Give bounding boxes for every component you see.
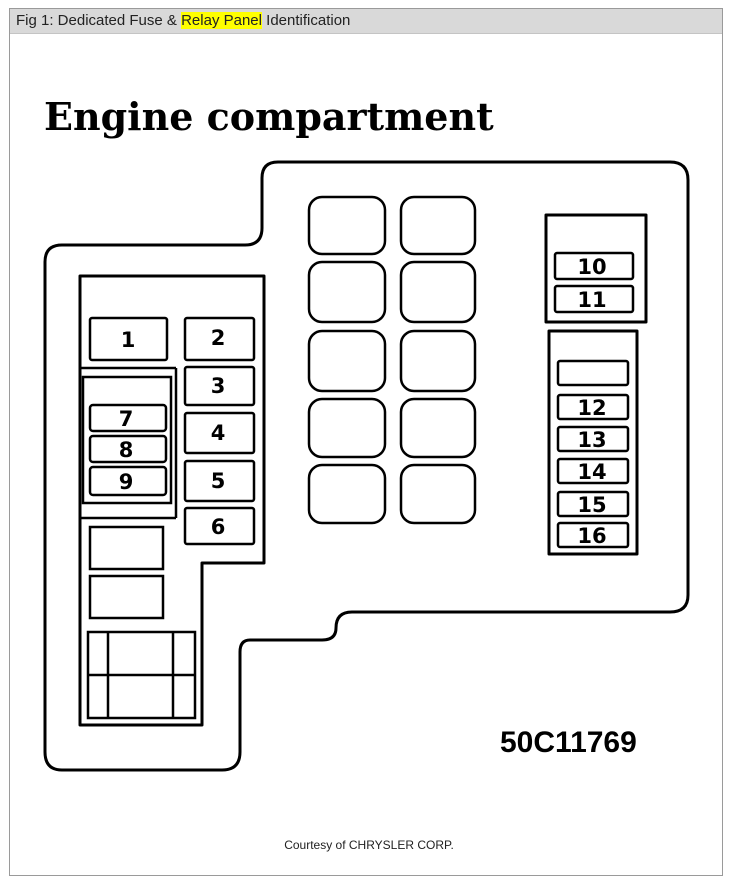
relay-slot[interactable] [307, 463, 387, 525]
fuse-5[interactable] [183, 459, 256, 503]
fuse-label-7: 7 [119, 407, 134, 431]
fuse-10[interactable] [553, 251, 635, 281]
relay-slot[interactable] [399, 195, 477, 256]
fuse-label-16: 16 [577, 524, 606, 548]
relay-slot[interactable] [399, 329, 477, 393]
left-upper-block [78, 274, 266, 727]
relay-slot[interactable] [399, 463, 477, 525]
fuse-9[interactable] [88, 465, 168, 497]
relay-lower-left-1[interactable] [88, 525, 165, 571]
fuse-4[interactable] [183, 411, 256, 455]
relay-slot[interactable] [399, 260, 477, 324]
fuse-label-14: 14 [577, 460, 606, 484]
fuse-label-3: 3 [211, 374, 226, 398]
fuse-label-6: 6 [211, 515, 226, 539]
panel-outline [43, 160, 690, 772]
relay-slot[interactable] [307, 195, 387, 256]
fuse-label-11: 11 [577, 288, 606, 312]
caption-highlight: Relay Panel [181, 12, 262, 29]
fuse-12[interactable] [556, 393, 630, 421]
part-code: 50C11769 [500, 726, 637, 759]
fuse-7[interactable] [88, 403, 168, 433]
fuse-spare[interactable] [556, 359, 630, 387]
fuse-label-12: 12 [577, 396, 606, 420]
fuse-label-9: 9 [119, 470, 134, 494]
fuse-group-7-9 [81, 375, 173, 505]
courtesy-text: Courtesy of CHRYSLER CORP. [284, 838, 454, 852]
fuse-label-1: 1 [121, 328, 136, 352]
relay-slot[interactable] [307, 397, 387, 459]
fuse-label-8: 8 [119, 438, 134, 462]
relay-slot[interactable] [307, 260, 387, 324]
fuse-label-5: 5 [211, 469, 226, 493]
fuse-label-4: 4 [211, 421, 226, 445]
relay-slot[interactable] [307, 329, 387, 393]
fuse-block-right-lower [547, 329, 639, 556]
fuse-label-15: 15 [577, 493, 606, 517]
fuse-1[interactable] [88, 316, 169, 362]
fuse-15[interactable] [556, 490, 630, 518]
fuse-8[interactable] [88, 434, 168, 464]
figure-caption: Fig 1: Dedicated Fuse & Relay Panel Iden… [10, 9, 722, 34]
fuse-16[interactable] [556, 521, 630, 549]
diagram-title: Engine compartment [44, 94, 494, 139]
fuse-2[interactable] [183, 316, 256, 362]
caption-text-after: Identification [261, 12, 351, 29]
relay-slot[interactable] [399, 397, 477, 459]
fuse-label-13: 13 [577, 428, 606, 452]
fuse-label-2: 2 [211, 326, 226, 350]
fuse-block-right-upper [544, 213, 648, 324]
figure-frame: Fig 1: Dedicated Fuse & Relay Panel Iden… [9, 8, 723, 876]
relay-lower-left-2[interactable] [88, 574, 165, 620]
fuse-label-10: 10 [577, 255, 606, 279]
fuse-13[interactable] [556, 425, 630, 453]
fuse-14[interactable] [556, 457, 630, 485]
fuse-3[interactable] [183, 365, 256, 407]
fuse-6[interactable] [183, 506, 256, 546]
caption-text-before: Fig 1: Dedicated Fuse & [16, 12, 182, 29]
fuse-11[interactable] [553, 284, 635, 314]
